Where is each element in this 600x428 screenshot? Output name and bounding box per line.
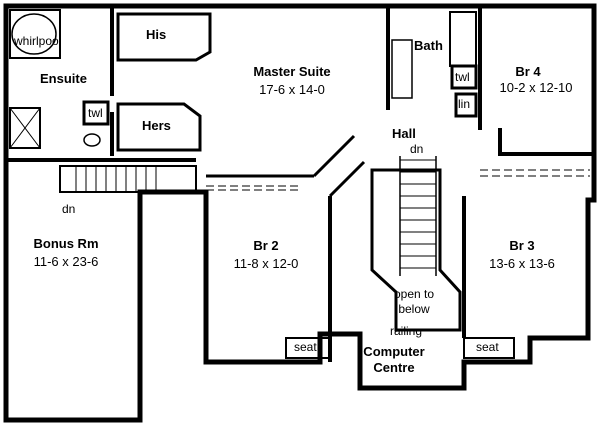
dn-label-hall: dn [410,142,424,156]
seat-label-left: seat [294,340,317,354]
stair-outline [370,168,462,332]
seat-label-right: seat [476,340,499,354]
whirlpool-label: whirlpool [14,34,62,48]
his-closet-name: His [146,27,167,42]
master-suite-dims: 17-6 x 14-0 [259,82,325,97]
wall-hall-diagonal [312,134,366,198]
dn-label-bonus: dn [62,202,76,216]
whirlpool-basin [11,13,57,55]
twl-label-ensuite: twl [88,106,103,120]
stair-treads [400,159,436,269]
wall-his-closet [116,12,212,62]
wall-br4-bottom [498,128,594,156]
whirlpool-tub [9,9,61,59]
wall-hers-closet [116,102,202,152]
lin-box [454,92,478,118]
br2-name: Br 2 [253,238,279,253]
master-suite-name: Master Suite [253,64,331,79]
seat-box-right [463,337,515,359]
bonus-stair [59,165,197,193]
br4-name: Br 4 [515,64,541,79]
shower [9,107,41,149]
twl-box-ensuite [82,100,110,126]
open-to-label: open to [393,287,435,301]
bath-name: Bath [414,38,443,53]
twl-label-bath: twl [455,70,470,84]
bonus-room-name: Bonus Rm [33,236,99,251]
hers-closet-name: Hers [142,118,171,133]
br3-dims: 13-6 x 13-6 [489,256,555,271]
twl-box-bath [450,64,478,90]
below-label: below [398,302,430,316]
br3-name: Br 3 [509,238,535,253]
bath-vanity [391,39,413,99]
lin-label: lin [458,97,471,111]
br4-dims: 10-2 x 12-10 [499,80,573,95]
computer-centre-line2: Centre [373,360,415,375]
computer-centre-line1: Computer [363,344,425,359]
railing-label: railing [390,324,423,338]
stair-rail [399,156,437,276]
closet-br3 [480,169,590,177]
closet-br2 [206,185,300,191]
seat-box-left [285,337,331,359]
bathtub [449,11,477,67]
bonus-room-dims: 11-6 x 23-6 [33,254,99,269]
toilet-ensuite [83,133,101,147]
hall-name: Hall [392,126,416,141]
br2-dims: 11-8 x 12-0 [233,256,299,271]
ensuite-name: Ensuite [40,71,87,86]
